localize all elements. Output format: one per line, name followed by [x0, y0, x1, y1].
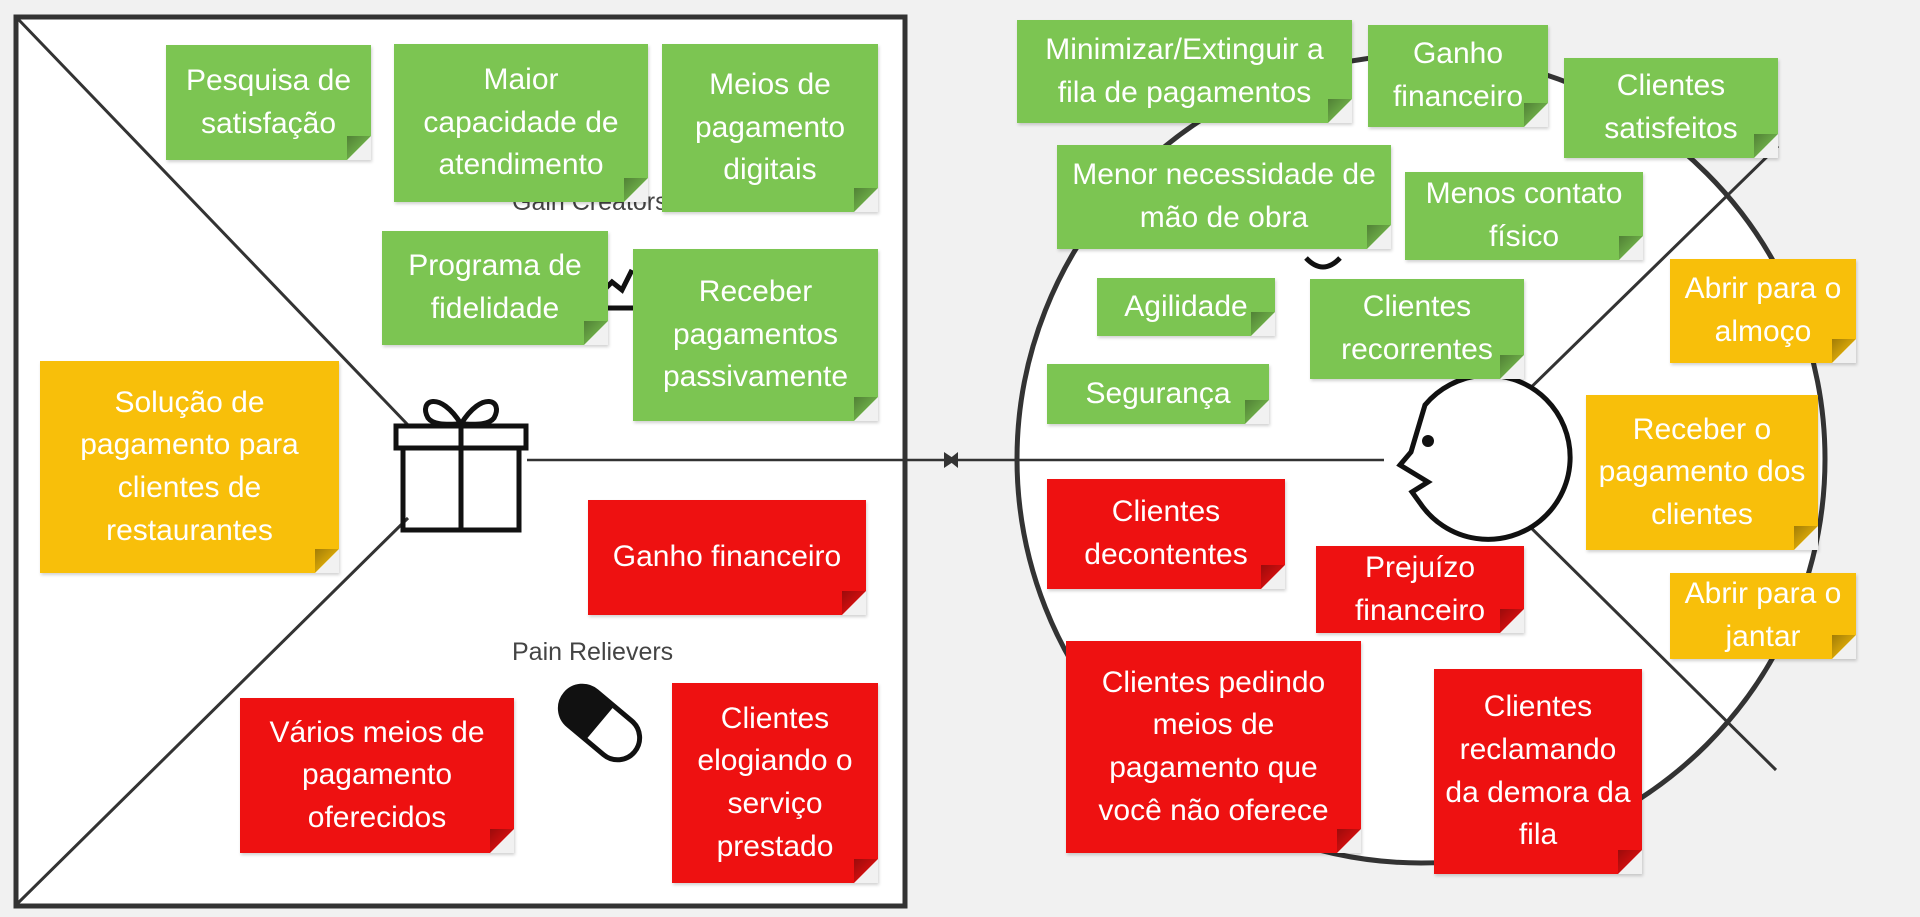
value-map-divider-top	[16, 17, 410, 427]
note-fold	[1337, 829, 1361, 853]
customer-gain-note: Minimizar/Extinguir a fila de pagamentos	[1017, 20, 1352, 123]
customer-gain-note: Clientes satisfeitos	[1564, 58, 1778, 158]
customer-gain-note: Segurança	[1047, 364, 1269, 424]
customer-gain-note: Agilidade	[1097, 278, 1275, 336]
note-fold	[1500, 355, 1524, 379]
customer-profile-divider-bottom	[1513, 510, 1778, 772]
note-fold	[854, 188, 878, 212]
gain-creator-note: Programa de fidelidade	[382, 231, 608, 345]
pain-reliever-note: Ganho financeiro	[588, 500, 866, 615]
note-fold	[1367, 225, 1391, 249]
customer-gain-note: Menos contato físico	[1405, 172, 1643, 260]
note-fold	[854, 397, 878, 421]
note-fold	[1832, 635, 1856, 659]
customer-job-note: Receber o pagamento dos clientes	[1586, 395, 1818, 550]
note-fold	[347, 136, 371, 160]
customer-gain-note: Menor necessidade de mão de obra	[1057, 145, 1391, 249]
note-fold	[315, 549, 339, 573]
customer-gain-note: Ganho financeiro	[1368, 25, 1548, 127]
pain-reliever-note: Vários meios de pagamento oferecidos	[240, 698, 514, 853]
customer-profile-divider-top	[1513, 144, 1780, 405]
note-fold	[1832, 339, 1856, 363]
pain-reliever-note: Clientes elogiando o serviço prestado	[672, 683, 878, 883]
note-fold	[1251, 312, 1275, 336]
customer-pain-note: Prejuízo financeiro	[1316, 546, 1524, 633]
note-fold	[1245, 400, 1269, 424]
note-fold	[1754, 134, 1778, 158]
note-fold	[1500, 609, 1524, 633]
gift-icon	[393, 399, 529, 533]
customer-pain-note: Clientes decontentes	[1047, 479, 1285, 589]
gain-creator-note: Maior capacidade de atendimento	[394, 44, 648, 202]
arrow-right-head	[944, 452, 956, 468]
note-fold	[842, 591, 866, 615]
pill-icon	[557, 683, 643, 763]
customer-pain-note: Clientes pedindo meios de pagamento que …	[1066, 641, 1361, 853]
note-fold	[584, 321, 608, 345]
note-fold	[1328, 99, 1352, 123]
value-map-divider-bottom	[16, 516, 410, 905]
note-fold	[1619, 236, 1643, 260]
customer-job-note: Abrir para o jantar	[1670, 573, 1856, 659]
note-fold	[490, 829, 514, 853]
note-fold	[854, 859, 878, 883]
note-fold	[1794, 526, 1818, 550]
pain-relievers-label: Pain Relievers	[512, 638, 674, 666]
gain-creator-note: Pesquisa de satisfação	[166, 45, 371, 160]
note-fold	[1524, 103, 1548, 127]
note-fold	[1261, 565, 1285, 589]
gain-creator-note: Receber pagamentos passivamente	[633, 249, 878, 421]
customer-gain-note: Clientes recorrentes	[1310, 279, 1524, 379]
note-fold	[1618, 850, 1642, 874]
gain-creator-note: Meios de pagamento digitais	[662, 44, 878, 212]
customer-pain-note: Clientes reclamando da demora da fila	[1434, 669, 1642, 874]
note-fold	[624, 178, 648, 202]
smile-icon	[1304, 256, 1342, 270]
product-note: Solução de pagamento para clientes de re…	[40, 361, 339, 573]
customer-job-note: Abrir para o almoço	[1670, 259, 1856, 363]
